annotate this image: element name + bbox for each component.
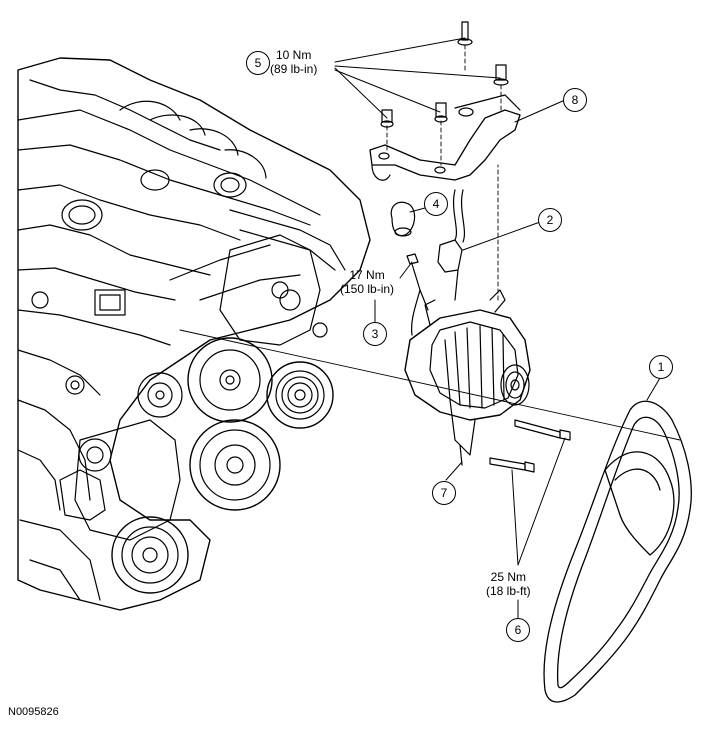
torque-value-nm: 17 Nm bbox=[349, 268, 385, 282]
engine-assembly bbox=[17, 57, 681, 611]
torque-value-nm: 10 Nm bbox=[276, 48, 312, 62]
torque-value-imperial: (150 lb-in) bbox=[340, 282, 395, 296]
accessory-drive-belt bbox=[543, 400, 692, 703]
torque-value-imperial: (18 lb-ft) bbox=[486, 584, 531, 598]
torque-label-terminal-nut: 17 Nm (150 lb-in) bbox=[340, 268, 394, 296]
callout-5: 5 bbox=[246, 51, 270, 75]
generator bbox=[404, 164, 531, 466]
callout-7: 7 bbox=[432, 481, 456, 505]
terminal-cover bbox=[390, 201, 416, 237]
torque-value-nm: 25 Nm bbox=[490, 570, 527, 584]
generator-bracket bbox=[369, 94, 521, 181]
electrical-connector bbox=[437, 189, 466, 301]
callout-4: 4 bbox=[424, 192, 448, 216]
terminal-nut bbox=[406, 253, 429, 336]
torque-label-bracket-bolts: 10 Nm (89 lb-in) bbox=[270, 48, 317, 76]
bracket-bolts bbox=[380, 21, 509, 166]
callout-6: 6 bbox=[506, 618, 530, 642]
leader-lines bbox=[334, 37, 661, 619]
figure-id: N0095826 bbox=[8, 706, 59, 718]
torque-label-generator-bolts: 25 Nm (18 lb-ft) bbox=[486, 570, 531, 598]
callout-1: 1 bbox=[649, 355, 673, 379]
torque-value-imperial: (89 lb-in) bbox=[270, 62, 318, 76]
callout-3: 3 bbox=[363, 322, 387, 346]
callout-8: 8 bbox=[563, 88, 587, 112]
callout-2: 2 bbox=[538, 208, 562, 232]
generator-mounting-bolts bbox=[489, 419, 571, 473]
